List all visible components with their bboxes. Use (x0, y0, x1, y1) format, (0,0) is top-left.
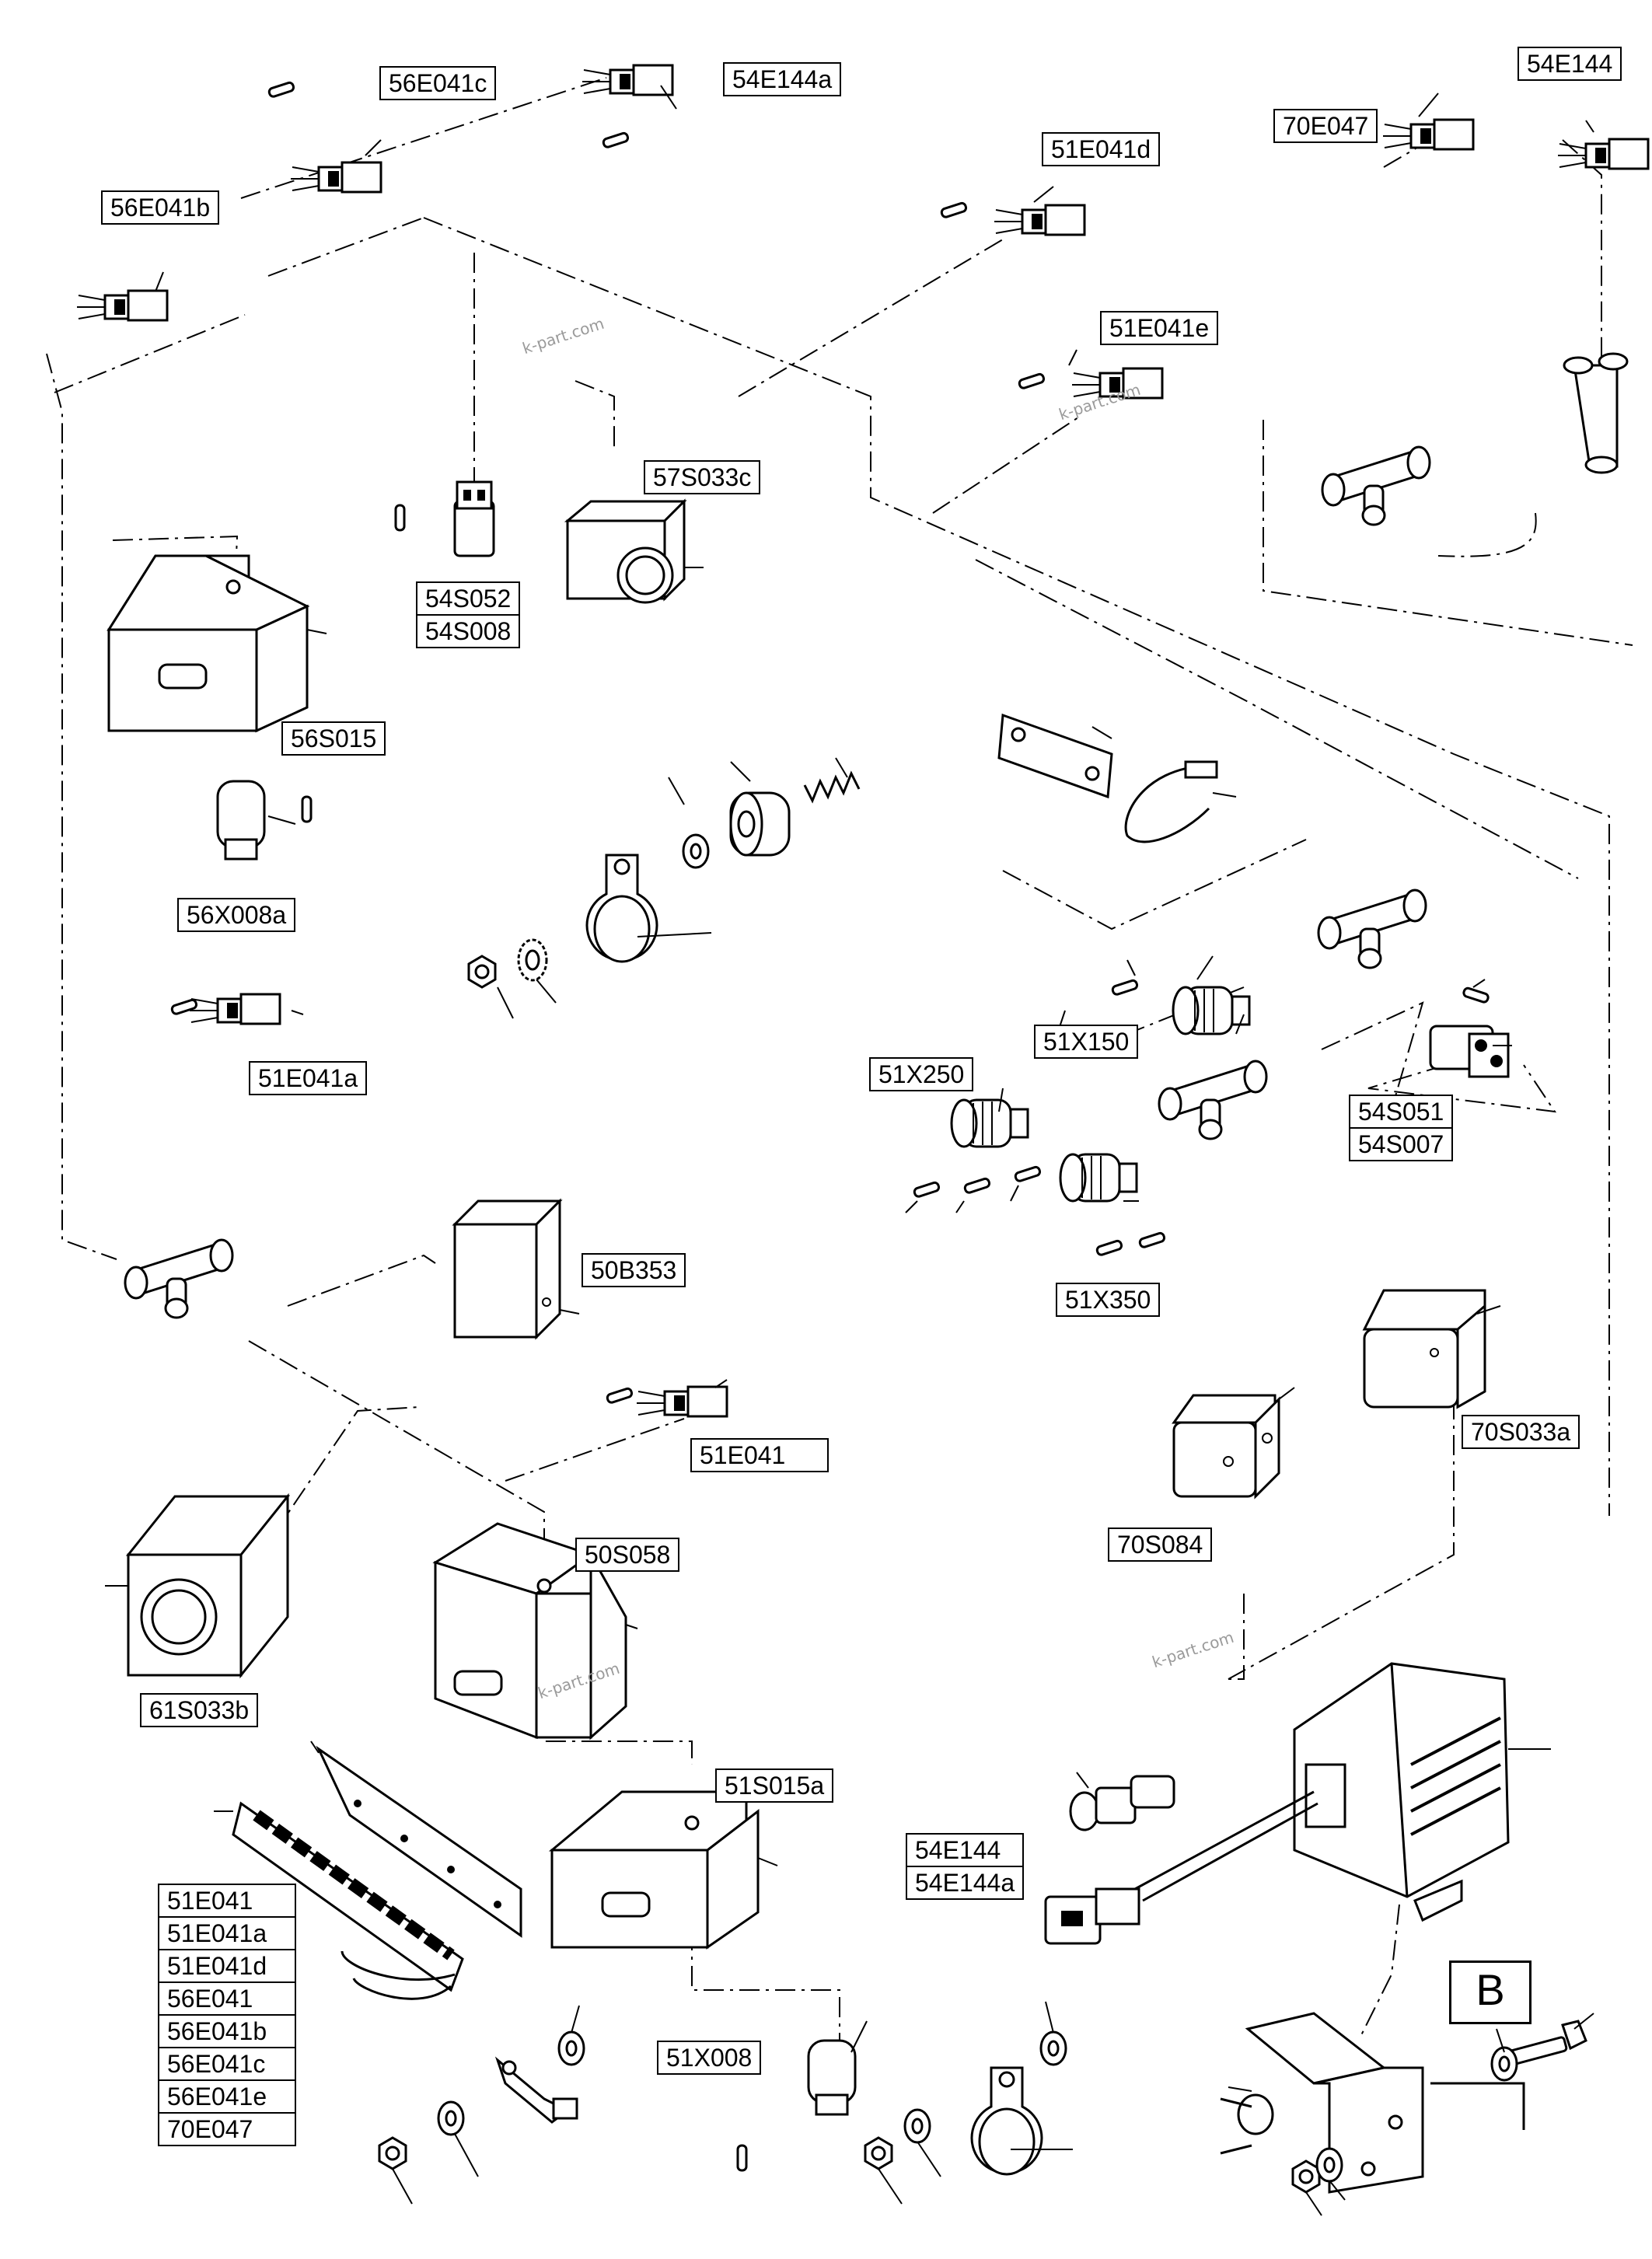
label-56E041b[interactable]: 56E041b (101, 190, 220, 225)
box-50B353-icon (452, 1198, 563, 1340)
label-57S033c[interactable]: 57S033c (644, 460, 761, 494)
terminal-icon (494, 2056, 578, 2124)
section-marker-b: B (1449, 1960, 1532, 2024)
leader-lines (105, 85, 1594, 2216)
routing-lines (46, 77, 1633, 2041)
label-stack-54E144: 54E144 54E144a (906, 1833, 1025, 1900)
label-54S052[interactable]: 54S052 (416, 581, 521, 616)
label-list-item[interactable]: 51E041 (158, 1884, 296, 1918)
label-54E144a[interactable]: 54E144a (723, 62, 842, 96)
label-56X008a[interactable]: 56X008a (177, 898, 296, 932)
label-70S033a[interactable]: 70S033a (1462, 1415, 1580, 1449)
switch-box-50S058-icon (432, 1522, 627, 1741)
label-list-item[interactable]: 56E041e (158, 2079, 296, 2114)
label-70S084[interactable]: 70S084 (1108, 1528, 1213, 1562)
relay-56X008a-icon (216, 780, 266, 861)
label-51X008[interactable]: 51X008 (657, 2041, 762, 2075)
lamp-label-list: 51E041 51E041a 51E041d 56E041 56E041b 56… (158, 1884, 296, 2146)
lamp-cable-icon (1134, 1790, 1318, 1902)
label-54E144-top[interactable]: 54E144 (1518, 47, 1622, 81)
label-51E041e[interactable]: 51E041e (1100, 311, 1219, 345)
label-50B353[interactable]: 50B353 (582, 1253, 686, 1287)
work-lamp-icon (1293, 1662, 1510, 1922)
label-54S051[interactable]: 54S051 (1349, 1095, 1454, 1129)
label-list-item[interactable]: 56E041 (158, 1981, 296, 2016)
label-51E041d[interactable]: 51E041d (1042, 132, 1161, 166)
label-51X150[interactable]: 51X150 (1034, 1025, 1139, 1059)
star-washer-icon (517, 938, 548, 982)
label-list-item[interactable]: 70E047 (158, 2112, 296, 2146)
label-list-item[interactable]: 51E041d (158, 1949, 296, 1983)
box-70S033a-icon (1362, 1289, 1486, 1409)
cable-tie-icon (1124, 760, 1218, 843)
label-stack-54S052: 54S052 54S008 (416, 581, 521, 648)
label-list-item[interactable]: 56E041b (158, 2014, 296, 2048)
label-51X350[interactable]: 51X350 (1056, 1283, 1161, 1317)
label-51X250[interactable]: 51X250 (869, 1057, 974, 1091)
lamp-strip-icon (232, 1801, 464, 2000)
lamp-bracket-icon (316, 1745, 522, 1938)
label-50S058[interactable]: 50S058 (575, 1538, 680, 1572)
label-51E041a[interactable]: 51E041a (249, 1061, 368, 1095)
mount-bracket-icon (1245, 2012, 1525, 2194)
clip-icon (1220, 2093, 1274, 2155)
label-56E041c[interactable]: 56E041c (379, 66, 497, 100)
y-fitting-icon (1563, 352, 1629, 474)
switch-box-57S033c-icon (564, 498, 687, 604)
label-54S008[interactable]: 54S008 (416, 614, 521, 648)
spring-icon (803, 770, 861, 804)
label-54E144a-lamp[interactable]: 54E144a (906, 1866, 1025, 1900)
switch-box-51S015a-icon (548, 1790, 760, 1950)
plug-icon (1044, 1887, 1140, 1945)
switch-54S052-icon (453, 480, 495, 557)
label-54E144-lamp[interactable]: 54E144 (906, 1833, 1025, 1867)
label-stack-54S051: 54S051 54S007 (1349, 1095, 1454, 1161)
relay-51X008-icon (807, 2039, 857, 2116)
label-54S007[interactable]: 54S007 (1349, 1127, 1454, 1161)
switch-box-56S015-icon (107, 554, 310, 733)
label-56S015[interactable]: 56S015 (281, 721, 386, 756)
plate-icon (997, 713, 1113, 799)
label-70E047[interactable]: 70E047 (1273, 109, 1378, 143)
switch-box-61S033b-icon (125, 1493, 291, 1679)
label-list-item[interactable]: 51E041a (158, 1916, 296, 1950)
label-51E041[interactable]: 51E041 (690, 1438, 829, 1472)
switch-54S051-icon (1429, 1025, 1510, 1078)
label-61S033b[interactable]: 61S033b (140, 1693, 259, 1727)
bolt-icon (1503, 2020, 1587, 2067)
box-70S084-icon (1172, 1394, 1280, 1500)
label-list-item[interactable]: 56E041c (158, 2047, 296, 2081)
label-51S015a[interactable]: 51S015a (715, 1768, 834, 1803)
spacer-icon (729, 791, 791, 857)
bulb-icon (1069, 1775, 1175, 1831)
